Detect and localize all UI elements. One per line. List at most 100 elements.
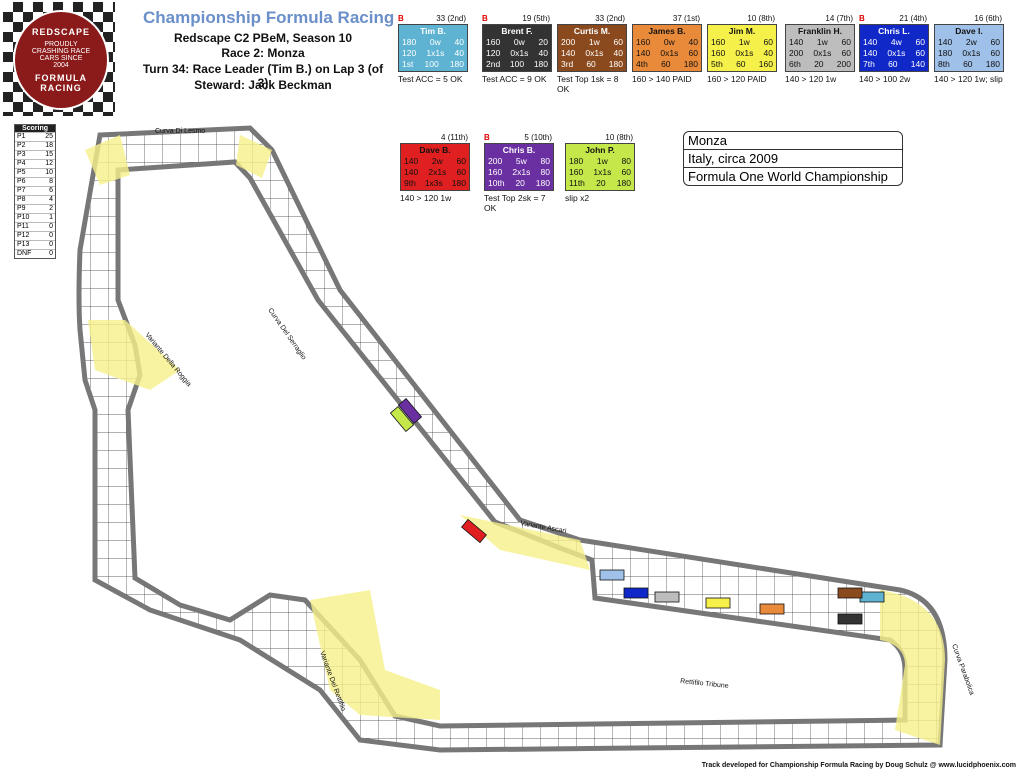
car-brent-f [837,613,863,625]
card-flag: B [482,14,488,23]
card-flag: B [398,14,404,23]
card-note: Test Top 2sk = 7 OK [484,193,546,213]
card-note: 160 > 120 PAID [707,74,767,84]
corner-lesmo2-zone [236,135,272,178]
card-note: Test Top 1sk = 8 OK [557,74,619,94]
corner-parabolica-zone [880,590,945,745]
track-credit: Track developed for Championship Formula… [701,762,1016,769]
card-driver-name: John P. [585,145,615,155]
card-driver-name: Dave I. [955,26,983,36]
turn-status: Turn 34: Race Leader (Tim B.) on Lap 3 (… [142,62,384,90]
card-driver-name: Jim M. [728,26,756,36]
card-driver-name: Tim B. [420,26,446,36]
track-info-box: Monza Italy, circa 2009 Formula One Worl… [683,131,903,186]
card-points: 14 (7th) [825,14,853,23]
card-points: 37 (1st) [672,14,700,23]
card-note: 140 > 120 1w; slip [934,74,1003,84]
car-jim-m [705,597,731,609]
car-tim-b [859,591,885,603]
car-dave-b [461,518,487,544]
card-points: 16 (6th) [974,14,1002,23]
card-driver-name: Dave B. [419,145,451,155]
card-driver-name: Brent F. [501,26,533,36]
race-name: Race 2: Monza [221,46,305,60]
card-flag: B [484,133,490,142]
label-curva-di-lesmo: Curva Di Lesmo [155,128,205,135]
track-location: Italy, circa 2009 [684,149,902,167]
card-points: 10 (8th) [605,133,633,142]
card-note: 160 > 140 PAID [632,74,692,84]
track-name: Monza [688,133,728,148]
card-points: 10 (8th) [747,14,775,23]
card-note: Test ACC = 9 OK [482,74,547,84]
card-driver-name: Chris L. [878,26,910,36]
car-chris-b [397,398,423,424]
page-title: Championship Formula Racing [143,8,395,27]
redscape-logo: REDSCAPE PROUDLY CRASHING RACE CARS SINC… [3,2,115,116]
car-james-b [759,603,785,615]
card-note: 140 > 100 2w [859,74,911,84]
label-curva-parabolica: Curva Parabolica [950,643,975,696]
card-points: 19 (5th) [522,14,550,23]
card-note: Test ACC = 5 OK [398,74,463,84]
card-driver-name: Curtis M. [573,26,611,36]
car-john-p [389,406,415,432]
car-franklin-h [654,591,680,603]
car-chris-l [623,587,649,599]
card-points: 33 (2nd) [436,14,466,23]
track-series: Formula One World Championship [684,167,902,185]
corner-rettifilo-zone [310,590,440,720]
